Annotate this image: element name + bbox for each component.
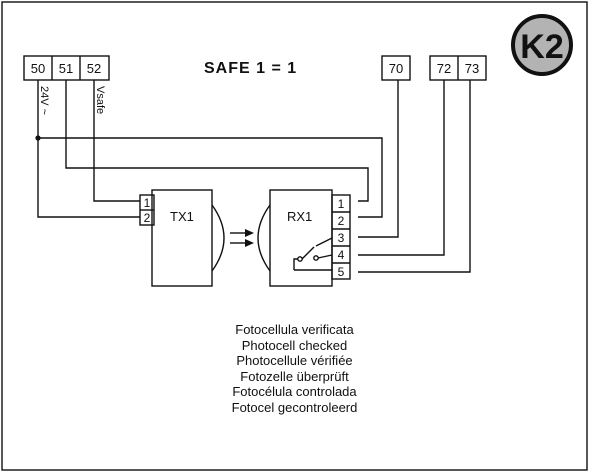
- terminal-block-70: [381, 55, 411, 81]
- terminal-72: 72: [437, 61, 451, 76]
- terminal-51: 51: [59, 61, 73, 76]
- relay-contact-lead: [293, 258, 298, 270]
- label-24v: 24V ~: [38, 86, 50, 115]
- wire-50-tx2: [37, 80, 140, 218]
- tx1-housing: [151, 189, 213, 287]
- rx1-terminals: [331, 194, 351, 280]
- k2-badge: [511, 14, 573, 76]
- wire-52-tx1: [93, 80, 140, 202]
- rx1-pin-4: 4: [338, 248, 345, 262]
- terminal-70: 70: [389, 61, 403, 76]
- safe-label: SAFE 1 = 1: [204, 60, 297, 77]
- wire-50-rx2: [38, 137, 383, 218]
- relay-contact-arm: [301, 246, 315, 260]
- beam-arrows: [230, 229, 254, 247]
- rx1-pin-5: 5: [338, 265, 345, 279]
- wire-70-rx3: [358, 80, 399, 238]
- badge-label: K2: [520, 28, 563, 66]
- rx1-pin-2: 2: [338, 214, 345, 228]
- terminal-50: 50: [31, 61, 45, 76]
- rx1-housing: [269, 189, 333, 287]
- caption-it: Fotocellula verificata: [235, 322, 354, 337]
- tx1-label: TX1: [170, 209, 194, 224]
- label-vsafe: Vsafe: [94, 86, 106, 114]
- wire-51-rx1: [65, 80, 369, 202]
- wire-73-rx5: [358, 80, 471, 273]
- junction-dot: [35, 135, 41, 141]
- caption-fr: Photocellule vérifiée: [236, 353, 353, 369]
- rx1-lens: [257, 204, 271, 272]
- rx1-pin-1: 1: [338, 197, 345, 211]
- terminal-73: 73: [465, 61, 479, 76]
- caption-en: Photocell checked: [241, 337, 348, 353]
- caption-nl: Fotocel gecontroleerd: [231, 399, 358, 415]
- rx1-pin-3: 3: [338, 231, 345, 245]
- terminal-52: 52: [87, 61, 101, 76]
- tx1-lens: [211, 204, 225, 272]
- caption-es: Fotocélula controlada: [232, 384, 357, 400]
- tx1-pin-1: 1: [144, 196, 151, 210]
- tx1-pin-2: 2: [144, 211, 151, 225]
- caption-de: Fotozelle überprüft: [240, 368, 349, 384]
- wire-72-rx4: [358, 80, 445, 256]
- caption: Fotocellula verificata Photocell checked…: [0, 322, 589, 416]
- rx1-label: RX1: [287, 209, 312, 224]
